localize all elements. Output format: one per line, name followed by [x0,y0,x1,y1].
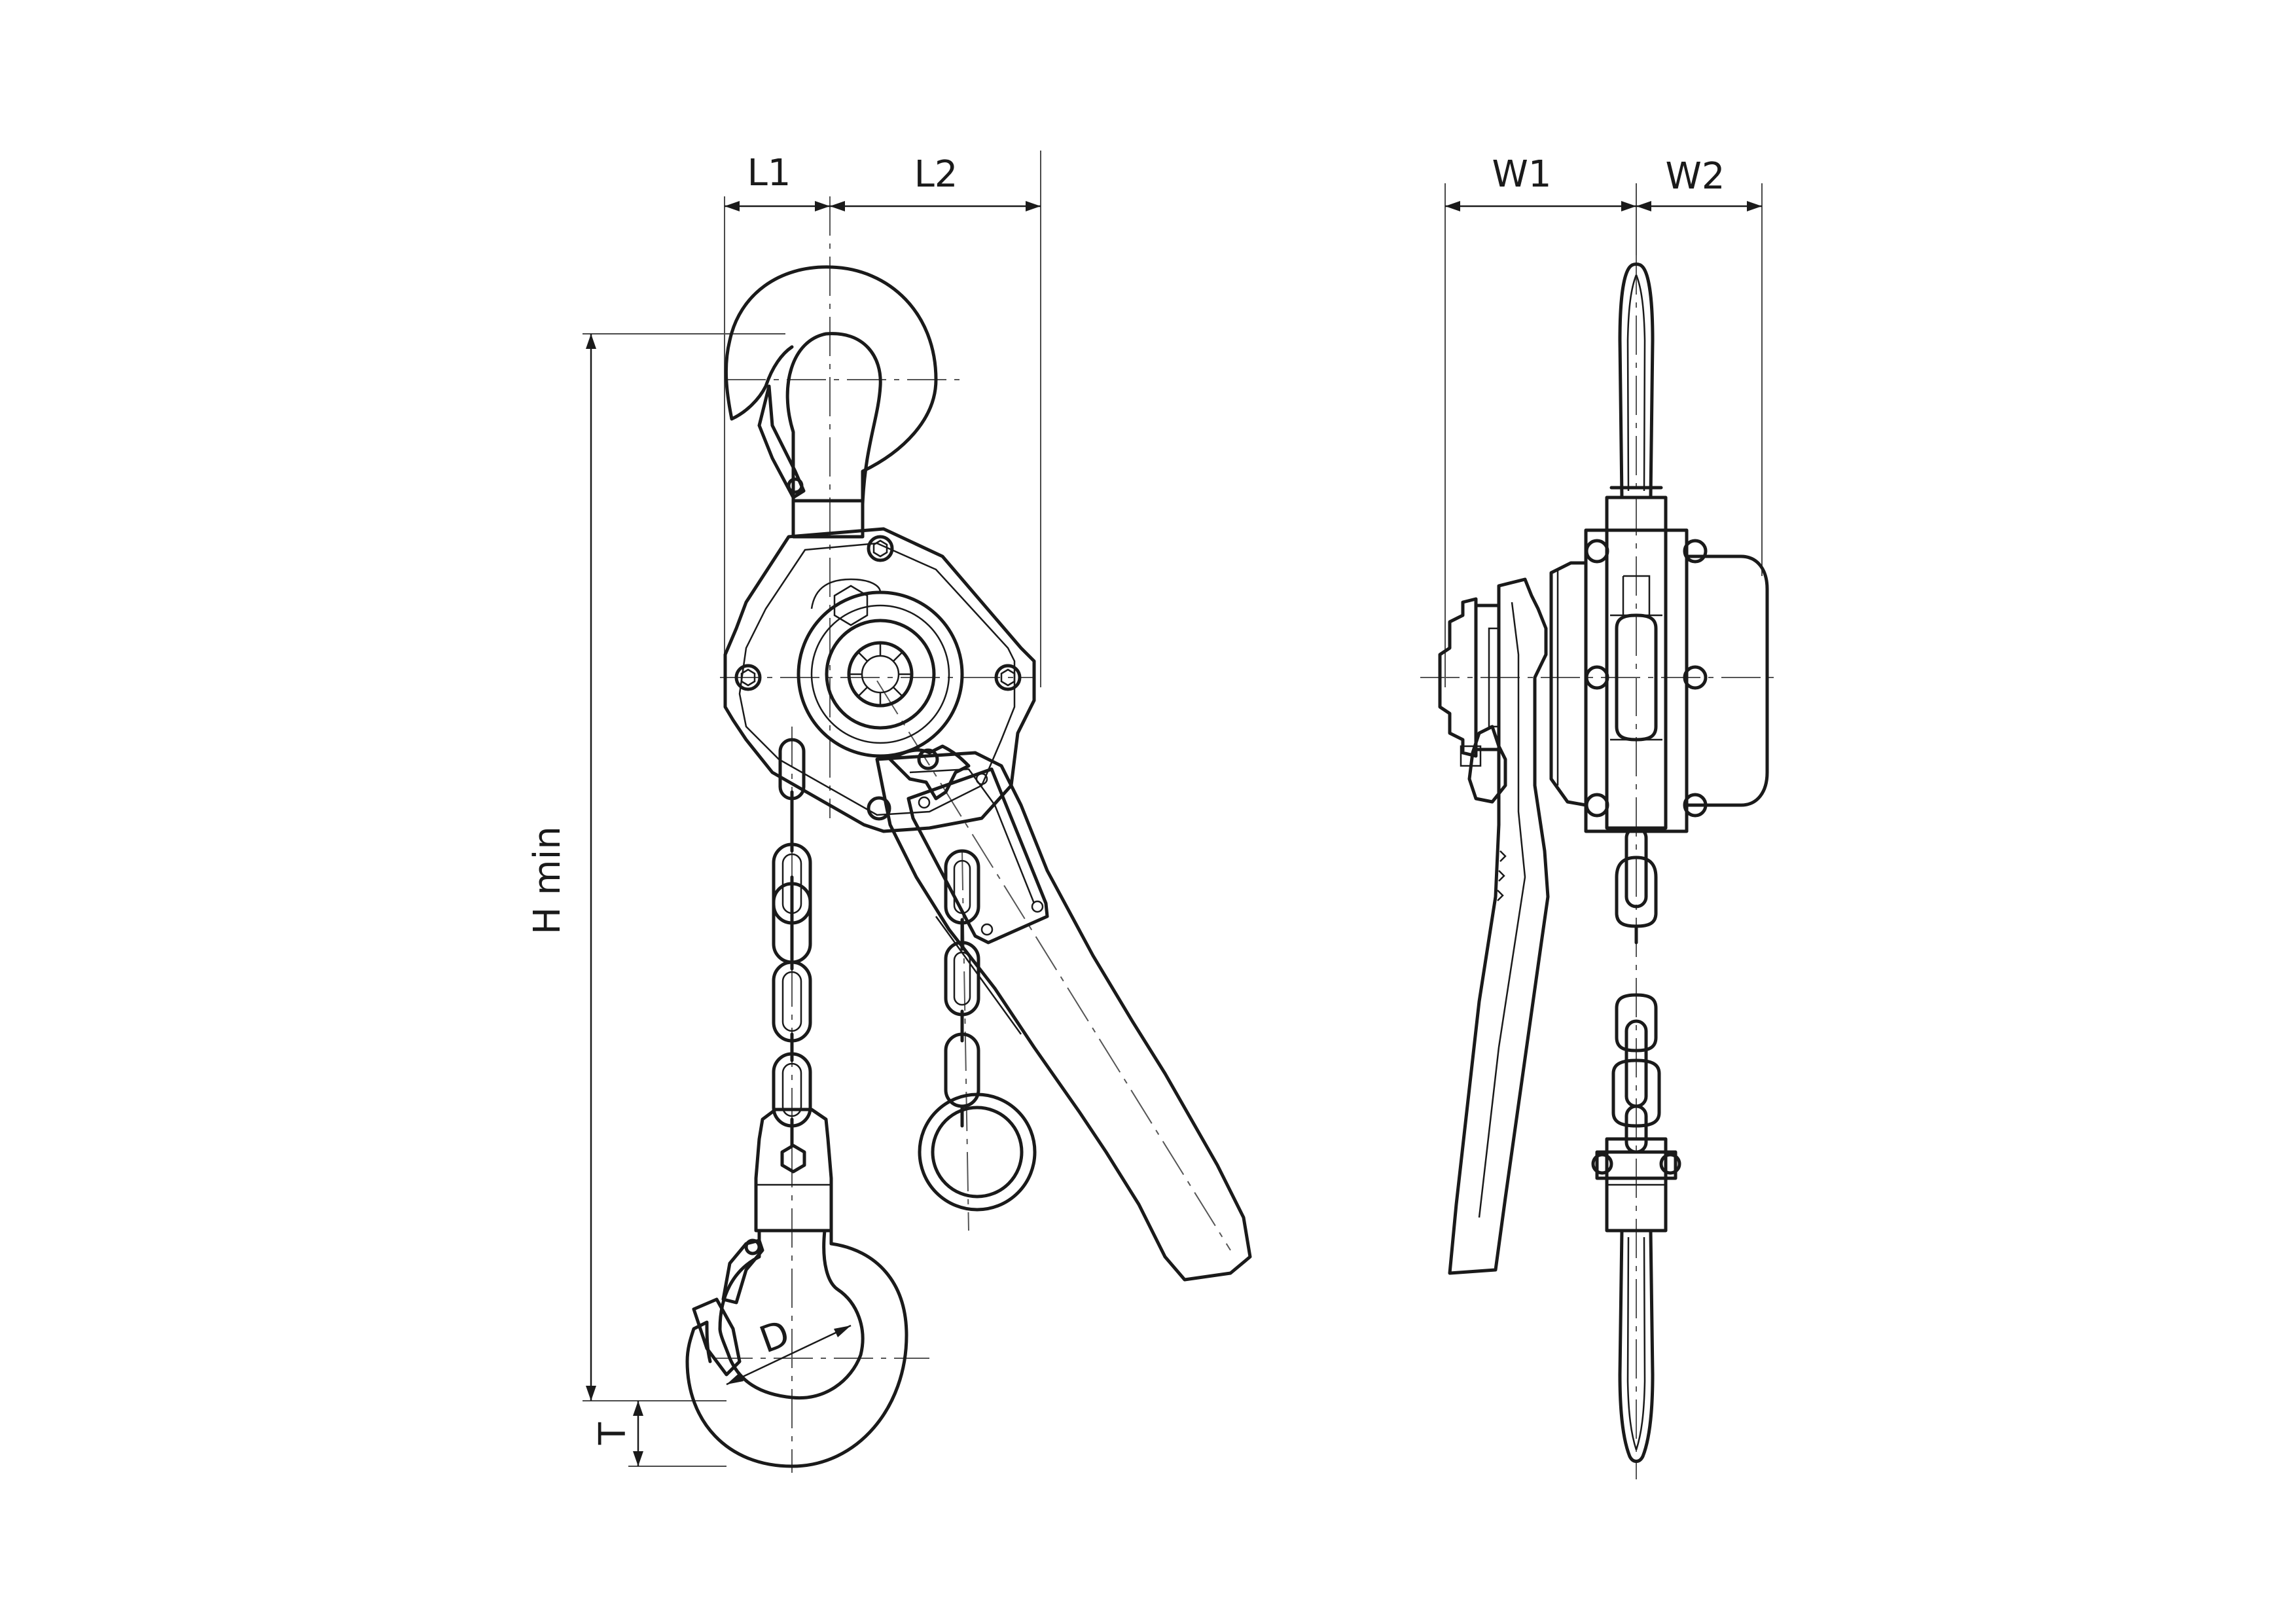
gear-hub-outer [797,590,964,758]
bottom-hook-block [754,1108,833,1233]
side-bottom-bolt-left [1591,1153,1613,1175]
side-bottom-bolt-right [1659,1153,1681,1175]
dim-arrow-Hmin-top [586,334,596,349]
dim-label-L2: L2 [914,153,958,196]
side-handwheel [1438,597,1478,758]
dim-arrow-T-bottom [633,1451,643,1466]
dim-label-W2: W2 [1666,155,1725,198]
dim-arrow-W2-start [1636,201,1651,211]
side-view [1420,183,1780,1479]
gear-hub-spokes [849,643,912,706]
hub-cover-plate [810,578,882,609]
dim-arrow-Hmin-bottom [586,1386,596,1401]
dimensions-side: W1 W2 [1445,153,1762,211]
side-load-sheave-rim [1610,575,1662,741]
dim-arrow-L2-end [1026,201,1041,211]
lever-handle-inner-edge [909,768,1035,1035]
lever-plate-rivet-1 [918,796,931,809]
lever-plate-rivet-3 [1031,900,1044,913]
dim-arrow-W2-end [1747,201,1762,211]
lever-plate-rivet-2 [975,772,988,785]
side-bottom-hook [1618,1229,1655,1463]
hoist-body-inner-outline [738,542,1016,816]
body-bolt-right [994,664,1022,691]
dim-line-D [726,1324,852,1386]
side-top-hook-inner [1626,274,1646,492]
bottom-hook-block-nut [780,1144,806,1174]
dim-arrow-L1-end [815,201,830,211]
gear-hub-ring [810,604,950,744]
centerline-lever [876,680,1231,1251]
load-chain [772,738,812,1147]
hand-chain-end-ring [918,1092,1037,1212]
side-bolt-mid-left [1585,665,1609,690]
dim-label-L1: L1 [747,152,791,194]
dim-arrow-W1-start [1445,201,1460,211]
top-hook [724,265,938,506]
hand-chain-end-ring-inner [931,1106,1024,1199]
side-lever-teeth [1497,850,1507,901]
gear-hub-inner [825,619,936,730]
side-handwheel-cover [1549,561,1588,807]
dim-arrow-D-start [726,1373,744,1384]
side-lever [1448,577,1550,1275]
dimensions-front: L1 L2 H min T D [526,152,1041,1466]
side-bolt-bottom-left [1585,793,1609,818]
dim-label-Hmin: H min [526,826,569,935]
direction-selector-knob [888,744,971,801]
dim-arrow-T-top [633,1401,643,1416]
latch-pin [787,477,804,494]
bottom-hook-safety-latch [721,1238,764,1305]
side-lever-inner-edge [1478,602,1526,1218]
side-bolt-top-right [1683,539,1708,564]
side-bottom-block-pin-plate [1595,1150,1677,1180]
lever-plate-rivet-4 [980,923,994,936]
dim-label-W1: W1 [1492,153,1552,196]
body-bolt-bottom [867,796,891,821]
top-hex-nut [833,585,869,626]
side-selector-pin [1460,745,1482,767]
top-hook-safety-latch [757,384,806,499]
side-gear-cover [1685,554,1769,807]
bottom-hook [685,1229,908,1468]
hoist-body [723,527,1036,833]
bottom-latch-pin [744,1238,761,1255]
dim-arrow-L1-start [725,201,740,211]
side-bolt-bottom-right [1683,793,1708,818]
side-bolt-top-left [1585,539,1609,564]
dim-arrow-D-end [834,1326,851,1337]
top-hook-neck [791,499,865,539]
dim-arrow-L2-start [830,201,845,211]
dim-label-T: T [592,1422,634,1445]
side-bottom-hook-inner [1626,1236,1646,1451]
front-view [583,151,1252,1473]
side-top-hook [1618,262,1655,499]
lever-handle [875,751,1252,1282]
side-load-chain [1611,826,1661,1154]
selector-knob-pivot [917,748,939,770]
bottom-hook-tip [692,1297,742,1377]
hand-chain [944,849,980,1128]
dim-arrow-W1-end [1621,201,1636,211]
body-bolt-left [734,664,762,691]
body-bolt-top [867,535,894,562]
lever-plate [906,767,1049,945]
dim-label-D: D [754,1312,795,1362]
side-bolt-mid-right [1683,665,1708,690]
